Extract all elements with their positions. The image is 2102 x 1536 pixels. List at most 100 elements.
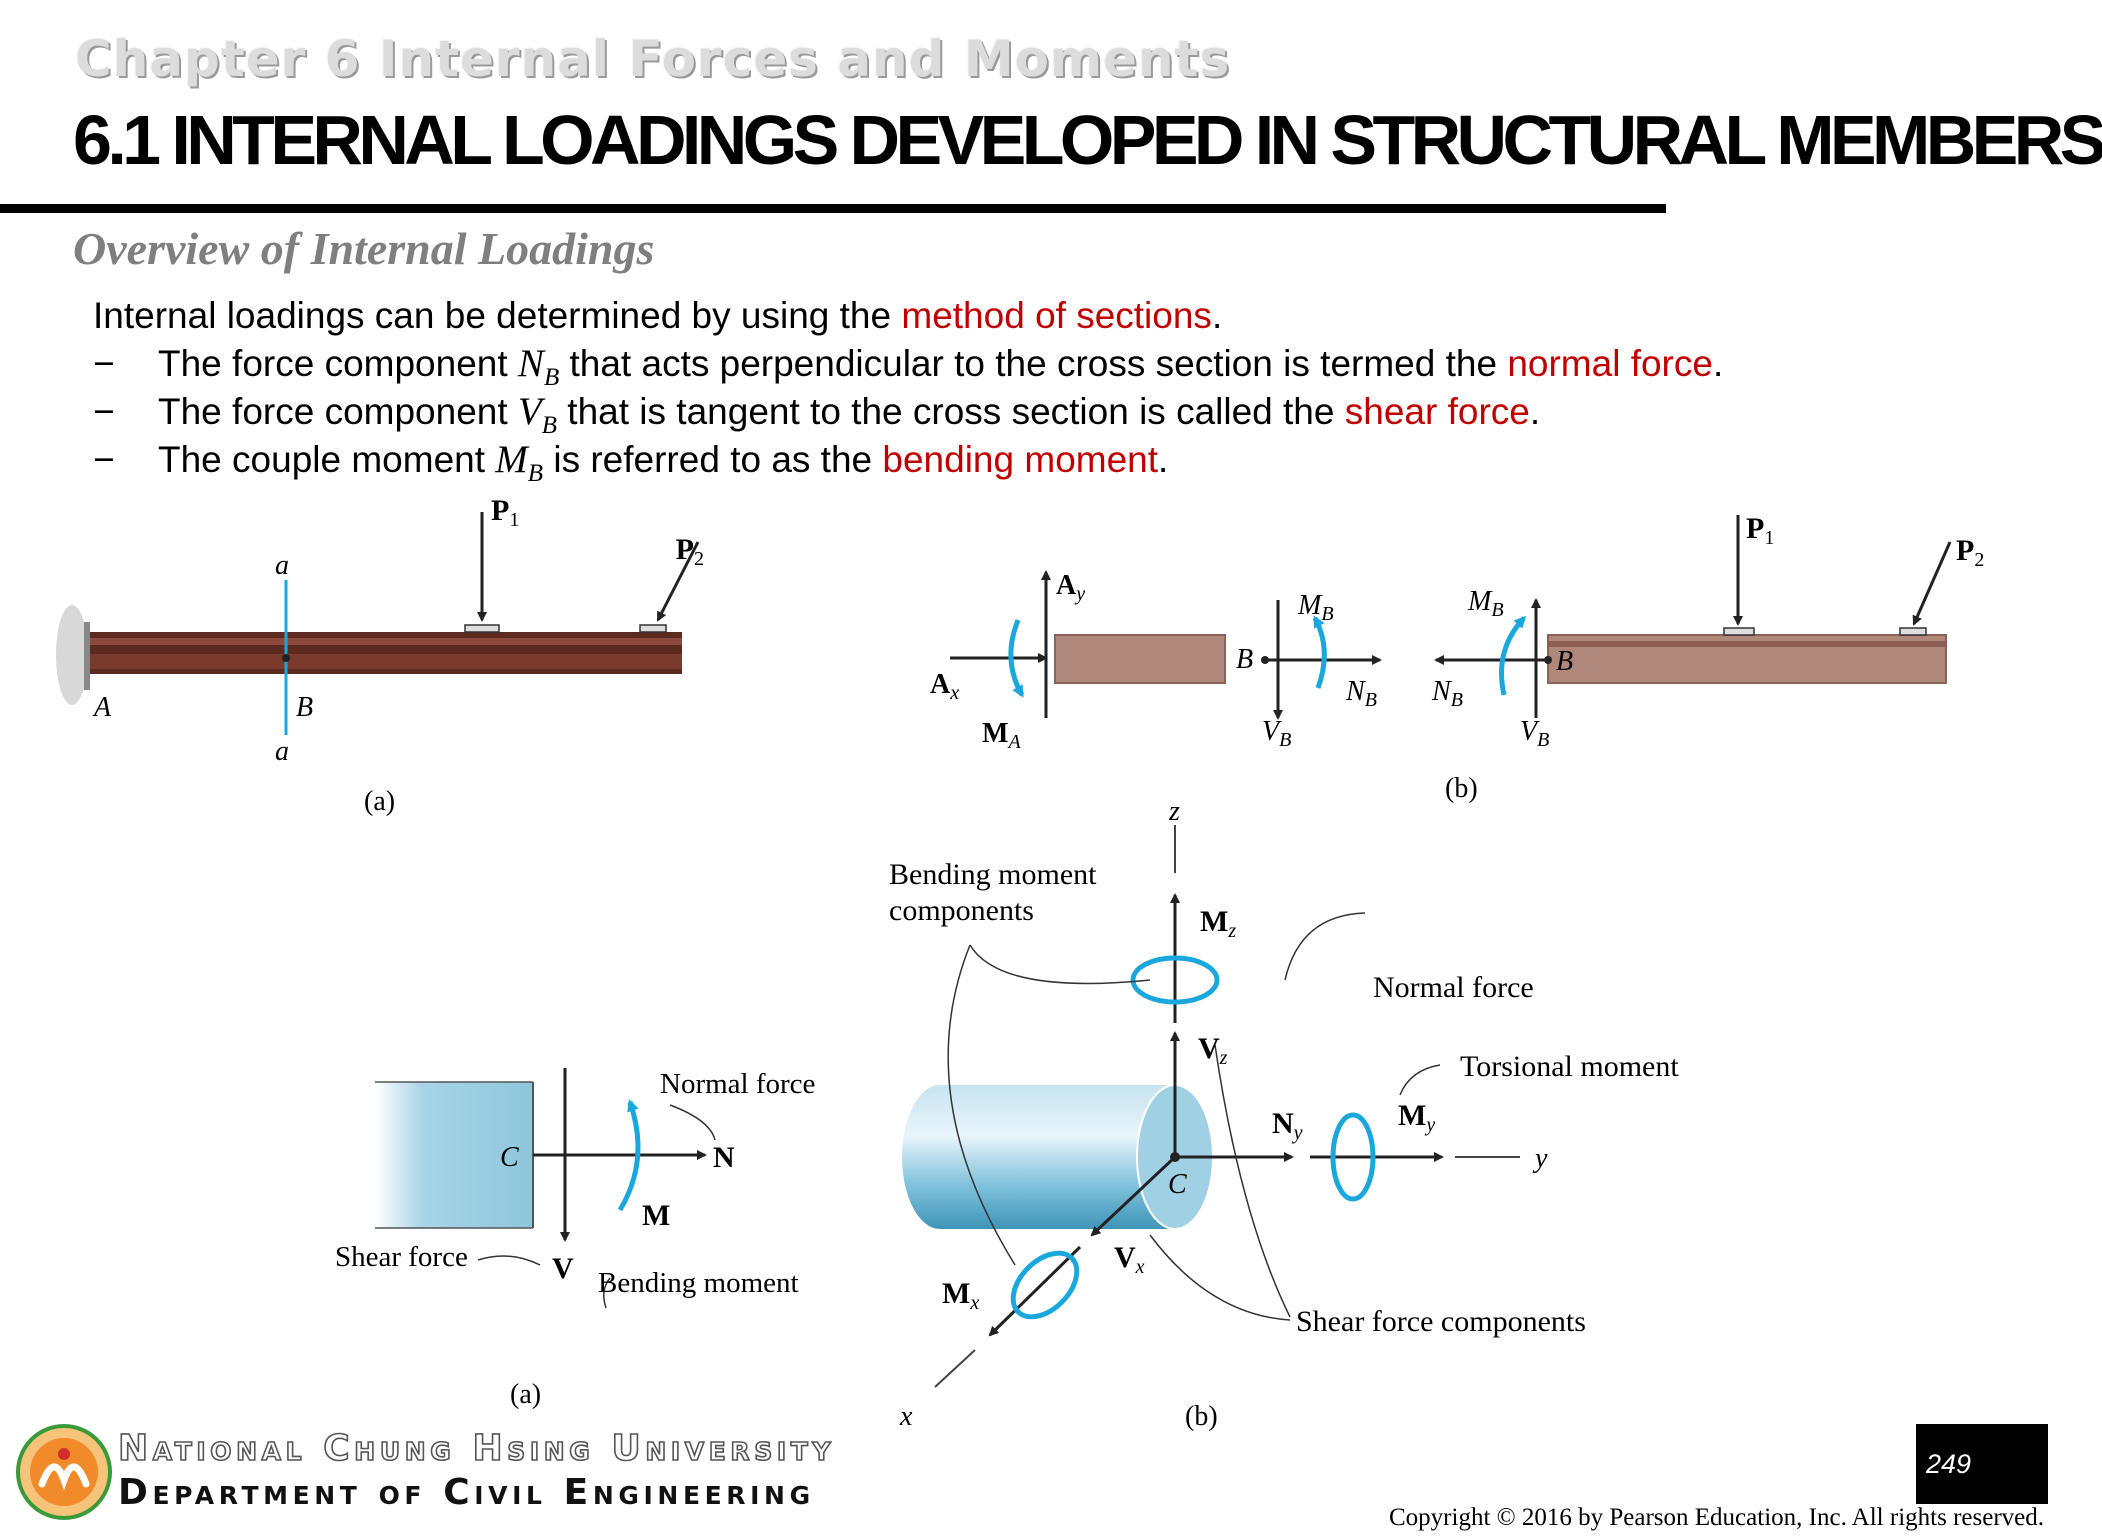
label-bending-components-2: components	[889, 894, 1034, 927]
moment-arrow-mb-right	[1499, 615, 1527, 696]
caption-bottom-a: (a)	[510, 1379, 541, 1410]
force-arrow-p2	[656, 541, 700, 622]
caption-b: (b)	[1445, 773, 1478, 804]
label-mx: Mx	[942, 1277, 979, 1314]
label-section-a-top: a	[275, 550, 289, 581]
label-p2: P2	[676, 533, 704, 570]
arrow-vx	[1090, 1155, 1177, 1237]
bullet-highlight: bending moment	[882, 439, 1159, 480]
label-p1-b: P1	[1746, 512, 1774, 549]
label-p2-b: P2	[1956, 534, 1984, 571]
label-mb-right: MB	[1467, 586, 1504, 621]
section-subtitle: Overview of Internal Loadings	[73, 223, 655, 274]
intro-end: .	[1211, 295, 1223, 336]
title-divider	[0, 204, 1666, 213]
label-p1: P1	[491, 494, 519, 531]
label-vb-right: VB	[1520, 716, 1549, 751]
label-x-axis: x	[899, 1401, 913, 1432]
label-vb-left: VB	[1262, 716, 1291, 751]
bullet-highlight: normal force	[1507, 343, 1713, 384]
label-vz: Vz	[1198, 1032, 1228, 1069]
label-section-a-bottom: a	[275, 736, 289, 767]
label-n: N	[713, 1141, 735, 1174]
bullet-symbol: VB	[517, 390, 558, 439]
label-ax: Ax	[930, 669, 959, 704]
bullet-end: .	[1529, 391, 1541, 432]
bullet-end: .	[1158, 439, 1169, 480]
moment-ring-my	[1330, 1112, 1376, 1202]
figure-beam-a: P1 P2 a a A B (a)	[56, 494, 704, 817]
label-c-3d: C	[1168, 1169, 1187, 1200]
figure-3d-internal-loading: z y x Bending moment components Mz Vz No…	[889, 796, 1679, 1432]
label-mz: Mz	[1200, 905, 1236, 942]
bullet-dash: −	[93, 391, 115, 432]
label-torsional-moment: Torsional moment	[1460, 1050, 1679, 1083]
bending-moment-arrow	[617, 1099, 641, 1212]
bullet-item: − The force component VB that is tangent …	[93, 390, 1723, 439]
bullet-mid: is referred to as the	[543, 439, 883, 480]
bullet-dash: −	[93, 439, 115, 480]
wall-support	[56, 605, 88, 705]
label-y-axis: y	[1532, 1143, 1548, 1174]
bullet-item: − The force component NB that acts perpen…	[93, 342, 1724, 391]
label-my: My	[1398, 1099, 1435, 1136]
label-nb-right: NB	[1431, 676, 1463, 711]
label-normal-force-3d: Normal force	[1373, 971, 1534, 1004]
bullet-symbol: NB	[517, 342, 560, 391]
label-point-b: B	[296, 692, 313, 723]
bullet-item: − The couple moment MB is referred to as …	[93, 438, 1723, 487]
intro-text: Internal loadings can be determined by u…	[93, 295, 902, 336]
label-v: V	[552, 1252, 574, 1285]
caption-a: (a)	[364, 786, 395, 817]
label-point-a: A	[92, 692, 112, 723]
moment-arrow-mb-left	[1312, 615, 1327, 689]
label-mb-left: MB	[1297, 590, 1334, 625]
bullet-dash: −	[93, 343, 115, 384]
university-logo	[16, 1424, 112, 1520]
chapter-title: Chapter 6 Internal Forces and Moments	[75, 30, 1231, 88]
label-nb-left: NB	[1345, 676, 1377, 711]
moment-ring-mx	[1010, 1250, 1080, 1320]
caption-bottom-b: (b)	[1185, 1401, 1218, 1432]
label-vx: Vx	[1114, 1241, 1145, 1278]
label-ay: Ay	[1056, 570, 1085, 605]
label-normal-force: Normal force	[660, 1068, 815, 1100]
intro-highlight: method of sections	[901, 295, 1212, 336]
label-ma: MA	[982, 718, 1021, 753]
label-bending-components-1: Bending moment	[889, 858, 1097, 891]
label-b-right: B	[1556, 646, 1573, 677]
bullet-mid: that is tangent to the cross section is …	[557, 391, 1345, 432]
force-arrow-p2-b	[1912, 541, 1952, 626]
bullet-pre: The force component	[158, 391, 518, 432]
label-ny: Ny	[1272, 1107, 1303, 1144]
copyright-notice: Copyright © 2016 by Pearson Education, I…	[1389, 1504, 2044, 1531]
figure-free-body-b: Ay Ax MA B MB NB VB B MB NB VB P1 P2 (b)	[930, 512, 1984, 804]
beam-segment-left	[1054, 634, 1226, 684]
label-shear-force: Shear force	[335, 1241, 468, 1273]
page-title: 6.1 INTERNAL LOADINGS DEVELOPED IN STRUC…	[73, 101, 2102, 179]
label-b-left: B	[1236, 644, 1253, 675]
university-name: National Chung Hsing University	[117, 1427, 836, 1470]
moment-ring-mz	[1130, 955, 1220, 1005]
bullet-list: − The force component NB that acts perpen…	[93, 342, 1724, 487]
bullet-symbol: MB	[495, 438, 544, 487]
arrow-mx	[988, 1245, 1082, 1337]
label-c: C	[500, 1142, 519, 1173]
wall-plate	[84, 622, 90, 690]
cylinder-body	[902, 1085, 1175, 1229]
label-z-axis: z	[1168, 796, 1180, 827]
intro-paragraph: Internal loadings can be determined by u…	[93, 295, 1222, 337]
label-shear-components: Shear force components	[1296, 1305, 1586, 1338]
label-m: M	[642, 1199, 670, 1232]
department-name: Department of Civil Engineering	[118, 1472, 815, 1513]
cross-section-block	[375, 1082, 533, 1228]
bullet-pre: The couple moment	[158, 439, 496, 480]
bullet-end: .	[1712, 343, 1724, 384]
page-number: 249	[1916, 1424, 2048, 1504]
moment-arrow-ma	[1008, 619, 1025, 698]
bullet-mid: that acts perpendicular to the cross sec…	[559, 343, 1508, 384]
bullet-pre: The force component	[158, 343, 518, 384]
bullet-highlight: shear force	[1344, 391, 1530, 432]
figure-2d-internal-loading: Normal force N C M V Shear force Bending…	[335, 1068, 815, 1410]
label-bending-moment: Bending moment	[598, 1267, 799, 1299]
